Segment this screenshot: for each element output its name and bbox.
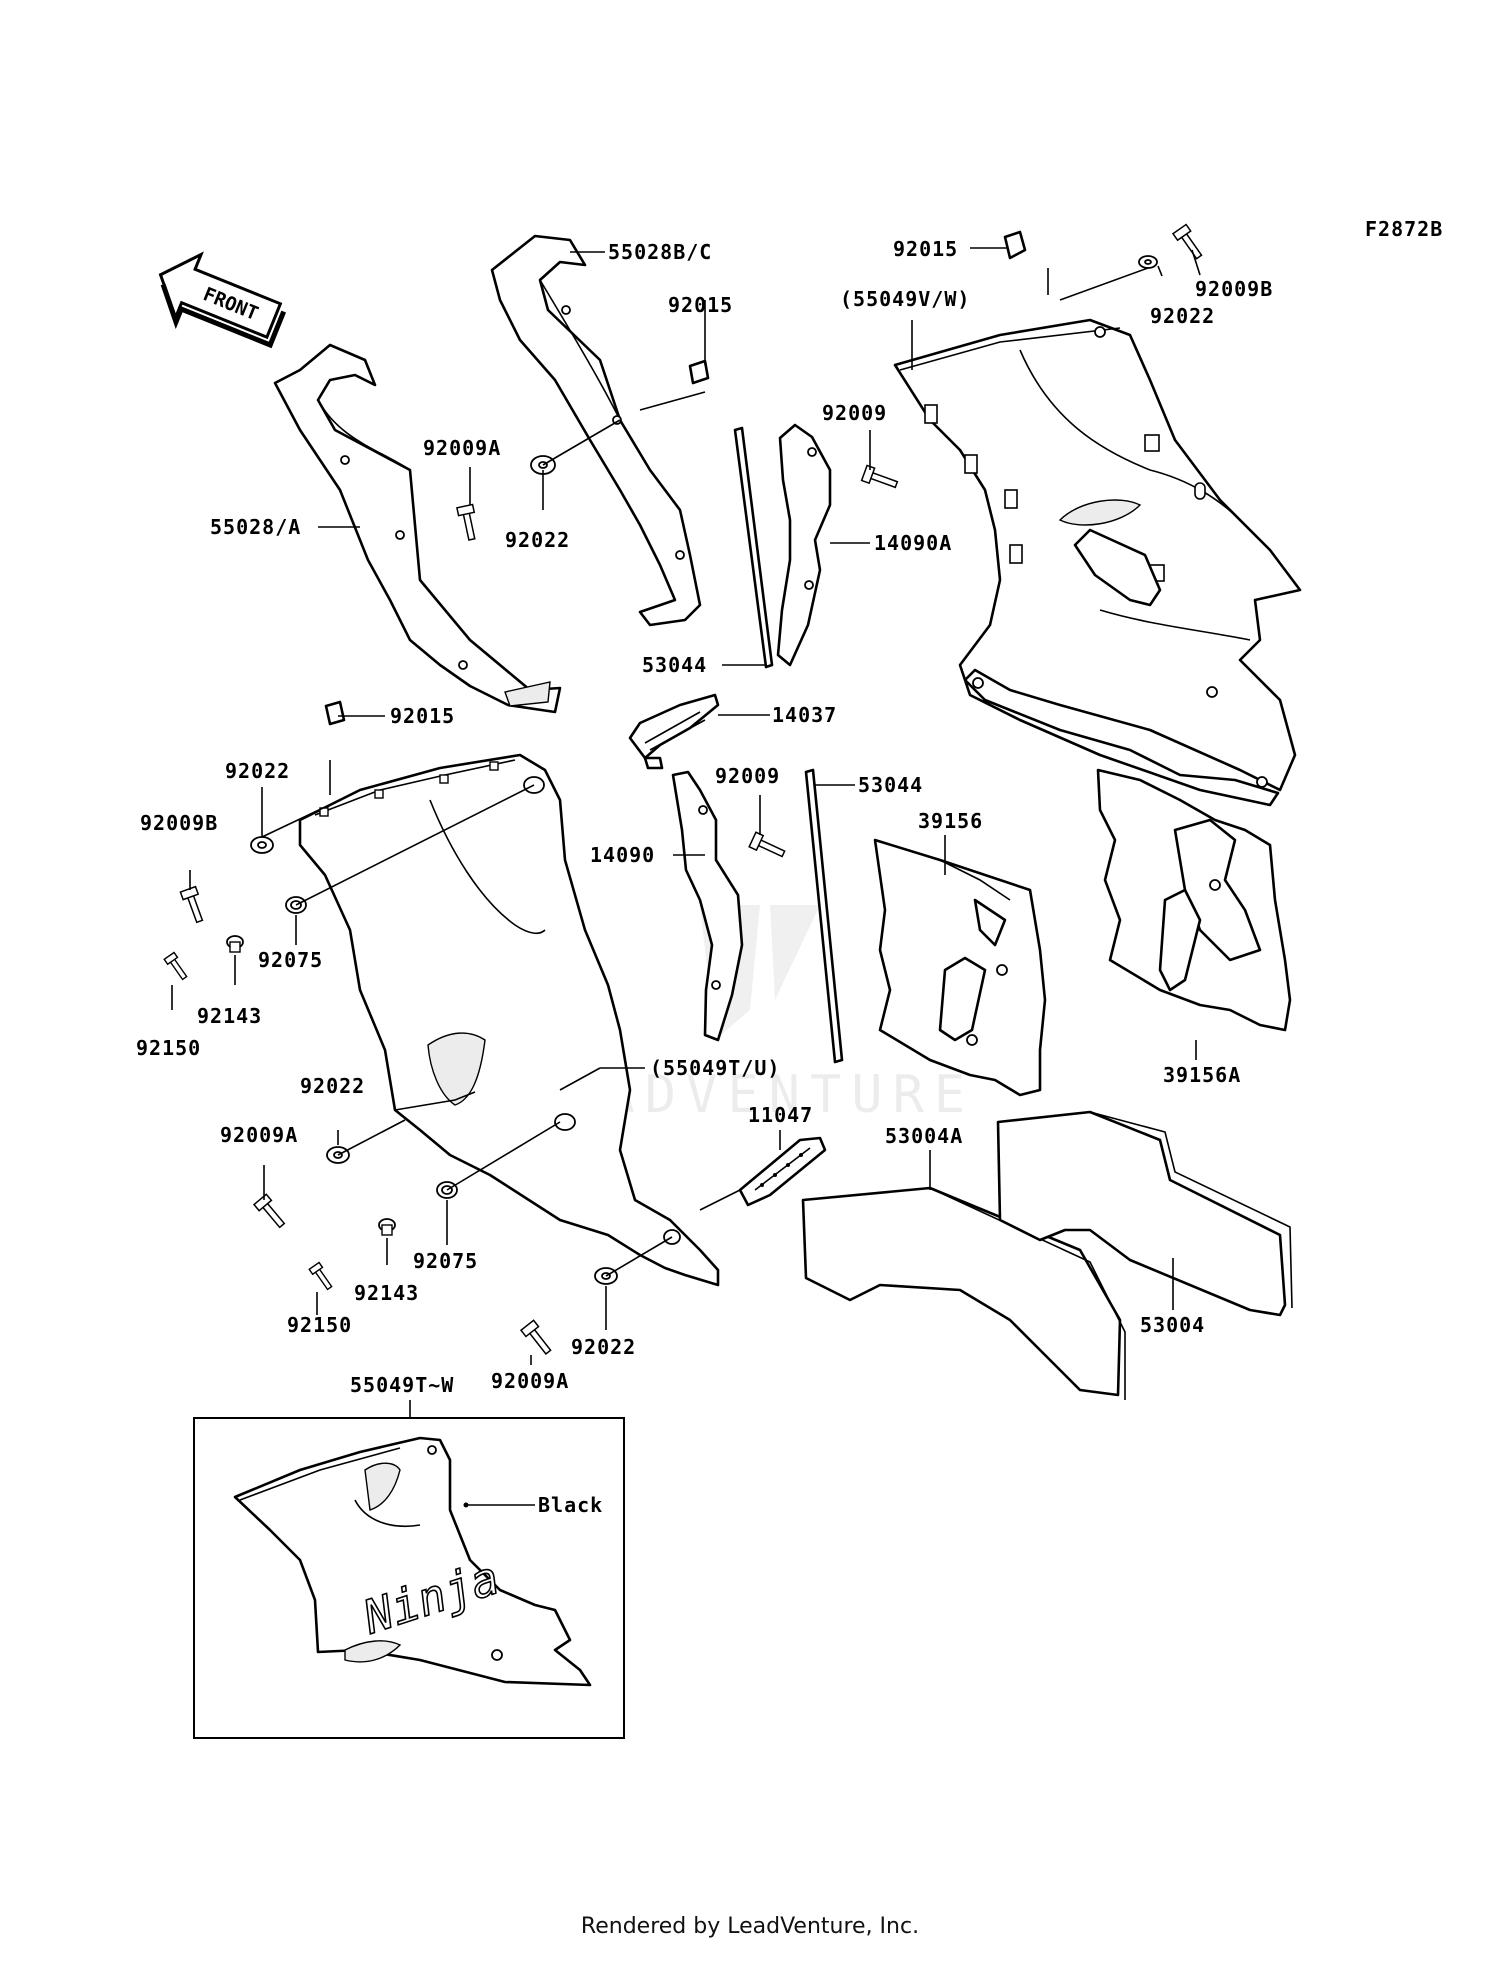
inner-cowl-panel-right xyxy=(490,234,702,627)
screw-92150-upper xyxy=(163,951,188,981)
callout-label: 92150 xyxy=(287,1313,352,1337)
bolt-92009A-lower-left xyxy=(252,1193,286,1229)
callout-label: 92015 xyxy=(893,237,958,261)
callout-label: 92015 xyxy=(390,704,455,728)
callout-labels: 55028B/C 92015 92015 92022 92009B (55049… xyxy=(136,237,1273,1393)
lower-cowl-left xyxy=(298,753,720,1287)
callout-label: (55049V/W) xyxy=(840,287,970,311)
callout-label: 39156 xyxy=(918,809,983,833)
callout-label: 92022 xyxy=(225,759,290,783)
washer-92022-top xyxy=(1138,255,1158,269)
callout-label: 14037 xyxy=(772,703,837,727)
washer-92022-left xyxy=(250,836,274,854)
cover-clip xyxy=(628,693,720,770)
inset-heading: 55049T~W xyxy=(350,1373,454,1397)
seal-strip-upper xyxy=(733,426,774,669)
lower-cowl-right xyxy=(893,318,1302,807)
insulator-pad-left xyxy=(873,838,1047,1097)
callout-label: 55028B/C xyxy=(608,240,712,264)
inset-color-label: Black xyxy=(538,1493,603,1517)
callout-label: 92009A xyxy=(491,1369,569,1393)
callout-label: 92075 xyxy=(413,1249,478,1273)
inner-cowl-panel-left xyxy=(273,343,562,714)
nut-92015-top xyxy=(1003,230,1027,260)
callout-label: 92143 xyxy=(197,1004,262,1028)
nut-92015-left xyxy=(324,700,346,726)
render-credit: Rendered by LeadVenture, Inc. xyxy=(580,1914,920,1939)
seal-strip-lower xyxy=(804,768,844,1064)
callout-label: 92009 xyxy=(822,401,887,425)
cowl-stay-bracket xyxy=(738,1136,827,1207)
insulator-pad-right xyxy=(1096,768,1292,1032)
color-variant-inset: Ninja xyxy=(193,1400,625,1739)
callout-label: 55028/A xyxy=(210,515,301,539)
grommet-92143-upper xyxy=(226,935,244,953)
callout-label: 14090 xyxy=(590,843,655,867)
callout-label: 14090A xyxy=(874,531,952,555)
grommet-92143-lower xyxy=(378,1218,396,1236)
callout-label: 92022 xyxy=(505,528,570,552)
callout-label: 92009B xyxy=(140,811,218,835)
bolt-92009B-top xyxy=(1171,223,1203,260)
callout-label: 39156A xyxy=(1163,1063,1241,1087)
bolt-92009-upper xyxy=(860,464,899,489)
bolt-92009A-lower-right xyxy=(519,1319,552,1355)
callout-label: 53004 xyxy=(1140,1313,1205,1337)
callout-label: 92022 xyxy=(1150,304,1215,328)
callout-label: 53044 xyxy=(858,773,923,797)
bolt-92009B-left xyxy=(179,885,204,924)
callout-label: 92150 xyxy=(136,1036,201,1060)
callout-label: 53044 xyxy=(642,653,707,677)
cover-bracket-upper xyxy=(776,423,832,667)
callout-label: 92143 xyxy=(354,1281,419,1305)
callout-label: 92022 xyxy=(571,1335,636,1359)
cover-bracket-lower xyxy=(671,770,744,1042)
nut-92015-mid xyxy=(688,359,710,385)
callout-label: 92075 xyxy=(258,948,323,972)
callout-label: 92009A xyxy=(423,436,501,460)
screw-92150-lower xyxy=(308,1261,333,1291)
front-direction-arrow: FRONT xyxy=(158,251,287,349)
bolt-92009A-upper xyxy=(456,503,476,541)
callout-label: 92009 xyxy=(715,764,780,788)
foam-pad-rear xyxy=(996,1110,1293,1317)
callout-label: 92022 xyxy=(300,1074,365,1098)
figure-code: F2872B xyxy=(1365,217,1443,241)
bolt-92009-lower xyxy=(748,831,786,858)
callout-label: 92009A xyxy=(220,1123,298,1147)
leader-lines xyxy=(171,247,1201,1365)
callout-label: 92009B xyxy=(1195,277,1273,301)
callout-label: 53004A xyxy=(885,1124,963,1148)
callout-label: (55049T/U) xyxy=(650,1056,780,1080)
callout-label: 92015 xyxy=(668,293,733,317)
callout-label: 11047 xyxy=(748,1103,813,1127)
